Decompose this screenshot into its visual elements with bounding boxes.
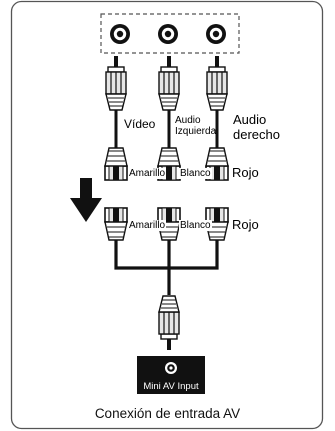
- rca-socket-icon: [104, 207, 128, 241]
- harness-cable: [114, 240, 219, 295]
- upper-cables: [114, 110, 219, 148]
- mini-av-input-box: [137, 356, 205, 394]
- label-lower-white: Blanco: [179, 220, 212, 231]
- label-audio-left-line2: Izquierda: [175, 126, 217, 137]
- label-lower-yellow: Amarillo: [128, 220, 167, 231]
- label-audio-right-line1: Audio: [233, 112, 267, 127]
- label-upper-yellow: Amarillo: [128, 168, 167, 179]
- rca-jack-icon: [158, 24, 178, 44]
- mini-av-jack-icon: [165, 362, 177, 374]
- rca-jack-icon: [110, 24, 130, 44]
- label-lower-red: Rojo: [232, 217, 259, 232]
- label-mini-av-input: Mini AV Input: [143, 381, 199, 392]
- label-audio-right-line2: derecho: [233, 127, 280, 142]
- label-audio-left-line1: Audio: [175, 115, 201, 126]
- rca-jack-icon: [206, 24, 226, 44]
- label-upper-white: Blanco: [179, 168, 212, 179]
- label-upper-red: Rojo: [232, 165, 259, 180]
- label-video: Vídeo: [124, 117, 156, 131]
- diagram-caption: Conexión de entrada AV: [94, 406, 241, 421]
- down-arrow-icon: [70, 178, 102, 222]
- rca-socket-icon: [104, 147, 128, 181]
